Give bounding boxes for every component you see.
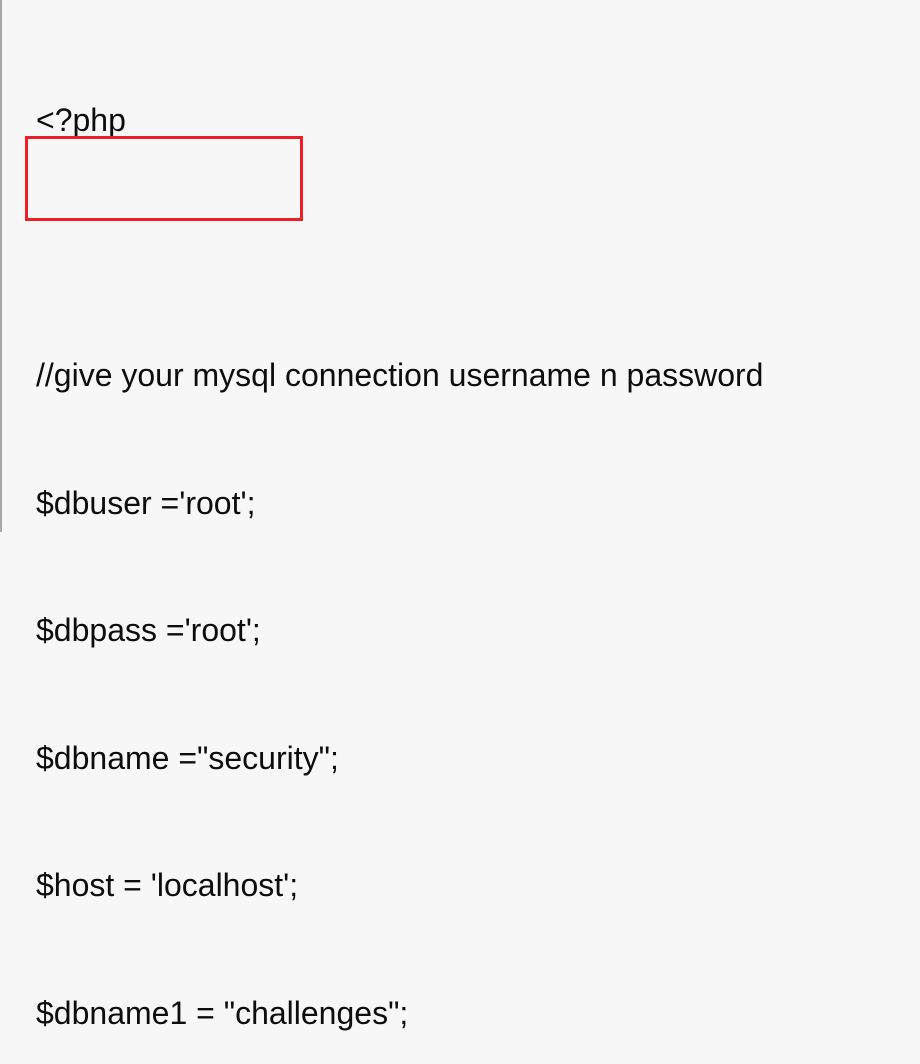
code-line-blank	[36, 227, 763, 270]
code-line-comment: //give your mysql connection username n …	[36, 357, 764, 393]
left-edge-divider	[0, 0, 2, 532]
code-line-host: $host = 'localhost';	[36, 867, 299, 903]
credentials-highlight-box	[25, 136, 303, 221]
code-screenshot: <?php //give your mysql connection usern…	[0, 0, 764, 1031]
code-line-dbpass: $dbpass ='root';	[36, 612, 261, 648]
code-line-dbname1: $dbname1 = "challenges";	[36, 994, 409, 1031]
code-line-dbuser: $dbuser ='root';	[36, 484, 256, 521]
code-line-php-open: <?php	[36, 102, 126, 138]
code-line-dbname: $dbname ="security";	[36, 739, 339, 776]
